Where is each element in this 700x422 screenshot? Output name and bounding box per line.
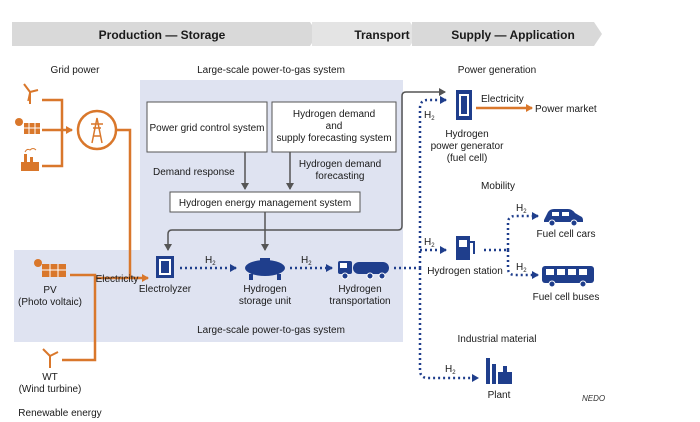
electricity-label-2: Electricity xyxy=(481,94,524,105)
storage-label-1: Hydrogen xyxy=(243,284,286,295)
header-transport: Transport xyxy=(354,28,409,42)
pv-label-1: PV xyxy=(43,285,57,296)
wind-turbine-icon xyxy=(23,83,39,104)
header-production-storage: Production — Storage xyxy=(99,28,226,42)
h2-label-7: H2 xyxy=(516,262,527,274)
electricity-label: Electricity xyxy=(96,274,139,285)
power-plant-icon xyxy=(21,148,39,171)
power-grid-control-box xyxy=(146,101,268,153)
pv-label-2: (Photo voltaic) xyxy=(18,297,82,308)
demand-response-label: Demand response xyxy=(153,167,235,178)
power-grid-control-label: Power grid control system xyxy=(149,123,264,134)
renewable-energy-label: Renewable energy xyxy=(18,408,101,419)
header-bar: Production — Storage Transport Supply — … xyxy=(12,22,602,46)
power-generation-label: Power generation xyxy=(458,65,536,76)
hydrogen-station-icon xyxy=(456,236,475,260)
storage-label-2: storage unit xyxy=(239,296,291,307)
wt-label-1: WT xyxy=(42,372,58,383)
plant-label: Plant xyxy=(488,390,511,401)
plant-icon xyxy=(486,358,512,384)
nedo-credit: NEDO xyxy=(582,394,605,403)
hydrogen-station-label: Hydrogen station xyxy=(427,266,503,277)
mobility-label: Mobility xyxy=(481,181,515,192)
generator-label-1: Hydrogen xyxy=(445,129,488,140)
wt-label-2: (Wind turbine) xyxy=(19,384,82,395)
h2-label-3: H2 xyxy=(424,110,435,122)
h2-forecast-label-3: supply forecasting system xyxy=(276,133,391,144)
transport-label-2: transportation xyxy=(329,296,390,307)
h2-label-1: H2 xyxy=(205,255,216,267)
power-market-label: Power market xyxy=(535,104,597,115)
industrial-material-label: Industrial material xyxy=(458,334,537,345)
p2g-title-bottom: Large-scale power-to-gas system xyxy=(197,325,345,336)
hydrogen-storage-tank-icon xyxy=(245,258,285,280)
fuel-cell-buses-label: Fuel cell buses xyxy=(533,292,600,303)
solar-panel-icon xyxy=(15,118,40,134)
generator-label-2: power generator xyxy=(431,141,504,152)
h2-label-2: H2 xyxy=(301,255,312,267)
h2-label-4: H2 xyxy=(424,237,435,249)
h2-demand-forecasting-label-1: Hydrogen demand xyxy=(299,159,381,170)
h2-label-6: H2 xyxy=(516,203,527,215)
h2-forecast-label-2: and xyxy=(326,121,343,132)
h2-label-5: H2 xyxy=(445,364,456,376)
pv-solar-icon xyxy=(34,259,66,277)
ems-label: Hydrogen energy management system xyxy=(179,198,351,209)
h2-demand-forecasting-label-2: forecasting xyxy=(316,171,365,182)
generator-label-3: (fuel cell) xyxy=(447,153,488,164)
wt-turbine-icon xyxy=(42,348,59,368)
fuel-cell-bus-icon xyxy=(542,266,594,288)
p2g-title-top: Large-scale power-to-gas system xyxy=(197,65,345,76)
hydrogen-truck-icon xyxy=(338,261,389,280)
fuel-cell-generator-icon xyxy=(456,90,472,120)
header-supply-application: Supply — Application xyxy=(451,28,575,42)
transmission-tower-icon xyxy=(76,109,118,151)
grid-power-label: Grid power xyxy=(51,65,101,76)
electrolyzer-label: Electrolyzer xyxy=(139,284,192,295)
electrolyzer-icon xyxy=(156,256,174,278)
h2-forecast-label-1: Hydrogen demand xyxy=(293,109,375,120)
fuel-cell-cars-label: Fuel cell cars xyxy=(537,229,596,240)
fuel-cell-car-icon xyxy=(544,209,583,227)
transport-label-1: Hydrogen xyxy=(338,284,381,295)
h2-forecast-box xyxy=(271,101,397,153)
